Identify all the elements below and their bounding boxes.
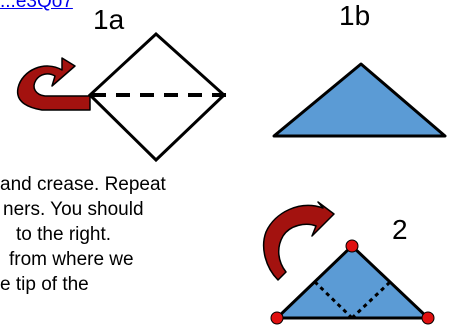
folded-triangle-figure bbox=[270, 239, 435, 325]
instruction-line: from where we bbox=[9, 249, 134, 270]
instruction-line: ners. You should bbox=[3, 199, 144, 220]
source-link[interactable]: ...e3Qo7 bbox=[0, 0, 73, 12]
step-1a-label: 1a bbox=[93, 4, 125, 35]
instruction-text: and crease. Repeat ners. You should to t… bbox=[0, 172, 240, 297]
instruction-line: to the right. bbox=[16, 224, 112, 245]
step-2-label: 2 bbox=[392, 214, 408, 245]
instruction-line: and crease. Repeat bbox=[0, 174, 166, 195]
instruction-line: e tip of the bbox=[0, 274, 89, 295]
step-1b-label: 1b bbox=[339, 0, 371, 31]
blue-triangle-figure bbox=[272, 62, 447, 138]
curved-arrow-icon bbox=[262, 201, 335, 281]
curved-arrow-icon bbox=[16, 57, 91, 111]
diamond-square-figure bbox=[87, 31, 227, 163]
